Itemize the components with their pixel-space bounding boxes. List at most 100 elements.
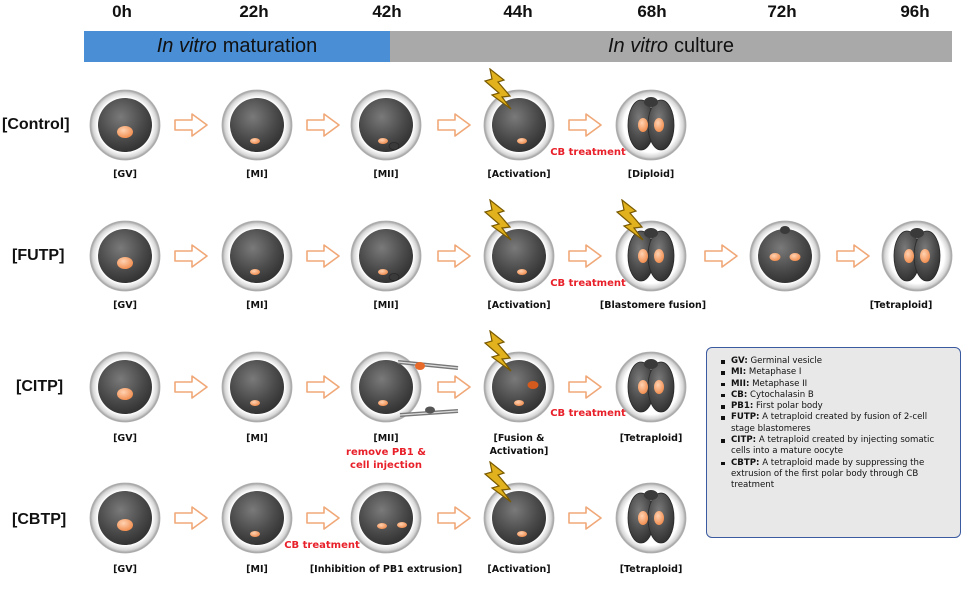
nucleus: [638, 511, 648, 525]
pipettes: [397, 360, 459, 417]
process-arrow: [568, 506, 602, 530]
oocyte-mii: [350, 220, 422, 292]
caption-cbtp-inhibition: [Inhibition of PB1 extrusion]: [309, 564, 463, 575]
legend-item: MII: Metaphase II: [721, 379, 952, 390]
legend-item: GV: Germinal vesicle: [721, 356, 952, 367]
time-96h: 96h: [900, 2, 930, 21]
legend-definition: A tetraploid created by injecting somati…: [731, 435, 935, 457]
phase-culture-italic: In vitro: [607, 35, 668, 57]
caption-citp-activation: Activation]: [489, 446, 549, 457]
oocyte-mii: [350, 89, 422, 161]
polar-body: [388, 142, 400, 150]
nucleus: [250, 531, 260, 537]
nucleus: [378, 400, 388, 406]
caption-cbtp-gv: [GV]: [113, 564, 137, 575]
process-arrow: [437, 506, 471, 530]
oocyte-mi: [221, 89, 293, 161]
legend-item: MI: Metaphase I: [721, 367, 952, 378]
embryo-diploid: [615, 89, 687, 161]
legend-term: CITP:: [731, 435, 757, 446]
legend-term: FUTP:: [731, 412, 760, 423]
process-arrow: [568, 113, 602, 137]
nucleus: [654, 249, 664, 263]
nucleus: [377, 523, 387, 529]
oocyte-activation: [483, 220, 555, 292]
caption-futp-activation: [Activation]: [487, 300, 551, 311]
nucleus: [117, 519, 133, 531]
embryo-blastomere-fusion: [615, 220, 687, 292]
caption-futp-tetraploid: [Tetraploid]: [869, 300, 933, 311]
caption-citp-mi: [MI]: [246, 433, 268, 444]
time-72h: 72h: [767, 2, 797, 21]
caption-cbtp-tetraploid: [Tetraploid]: [619, 564, 683, 575]
caption-cbtp-mi: [MI]: [246, 564, 268, 575]
legend-term: CB:: [731, 389, 748, 400]
legend-item: CB: Cytochalasin B: [721, 390, 952, 401]
phase-maturation-text: maturation: [222, 35, 318, 57]
process-arrow: [306, 375, 340, 399]
nucleus: [904, 249, 914, 263]
legend-item: FUTP: A tetraploid created by fusion of …: [721, 412, 952, 435]
caption-futp-gv: [GV]: [113, 300, 137, 311]
legend-term: MII:: [731, 378, 750, 389]
oocyte-fusion-activation: [483, 351, 555, 423]
nucleus: [397, 522, 407, 528]
process-arrow: [568, 375, 602, 399]
row-label-control: [Control]: [2, 116, 70, 133]
process-arrow: [568, 244, 602, 268]
pipette-upper: [397, 360, 459, 370]
nucleus: [117, 388, 133, 400]
legend-term: PB1:: [731, 401, 754, 412]
caption-control-mi: [MI]: [246, 169, 268, 180]
legend-term: CBTP:: [731, 457, 760, 468]
cb-treatment-citp: CB treatment: [550, 408, 626, 419]
oocyte-mii: [350, 351, 422, 423]
legend-item: CBTP: A tetraploid made by suppressing t…: [721, 458, 952, 492]
process-arrow: [306, 113, 340, 137]
process-arrow: [174, 113, 208, 137]
nucleus: [517, 138, 527, 144]
polar-body: [388, 273, 400, 281]
nucleus: [638, 380, 648, 394]
phase-culture-bar: In vitro culture: [390, 31, 952, 62]
caption-futp-mii: [MII]: [373, 300, 399, 311]
note-remove-pb1-line1: remove PB1 &: [346, 447, 426, 458]
process-arrow: [306, 244, 340, 268]
process-arrow: [174, 244, 208, 268]
nucleus: [250, 400, 260, 406]
legend-definition: A tetraploid made by suppressing the ext…: [731, 457, 925, 491]
nucleus: [654, 380, 664, 394]
legend-definition: A tetraploid created by fusion of 2-cell…: [731, 412, 928, 434]
caption-futp-blastomere-fusion: [Blastomere fusion]: [599, 300, 707, 311]
phase-culture-text: culture: [674, 35, 735, 57]
process-arrow: [704, 244, 738, 268]
caption-control-gv: [GV]: [113, 169, 137, 180]
nucleus: [378, 138, 388, 144]
phase-maturation-bar: In vitro maturation: [84, 31, 390, 62]
caption-citp-tetraploid: [Tetraploid]: [619, 433, 683, 444]
phase-maturation-italic: In vitro: [156, 35, 217, 57]
nucleus: [250, 138, 260, 144]
cb-treatment-cbtp: CB treatment: [284, 540, 360, 551]
embryo-tetraploid: [615, 351, 687, 423]
caption-control-diploid: [Diploid]: [627, 169, 675, 180]
legend-definition: Cytochalasin B: [747, 389, 814, 400]
time-68h: 68h: [637, 2, 667, 21]
nucleus: [378, 269, 388, 275]
nucleus: [654, 511, 664, 525]
fused-cell: [749, 220, 821, 292]
row-label-cbtp: [CBTP]: [12, 511, 67, 528]
caption-citp-gv: [GV]: [113, 433, 137, 444]
legend-definition: First polar body: [753, 401, 823, 412]
time-22h: 22h: [239, 2, 269, 21]
pipette-lower: [399, 406, 459, 417]
process-arrow: [174, 506, 208, 530]
oocyte-inhibition: [350, 482, 422, 554]
caption-control-activation: [Activation]: [487, 169, 551, 180]
process-arrow: [306, 506, 340, 530]
oocyte-gv: [89, 89, 161, 161]
process-arrow: [437, 244, 471, 268]
